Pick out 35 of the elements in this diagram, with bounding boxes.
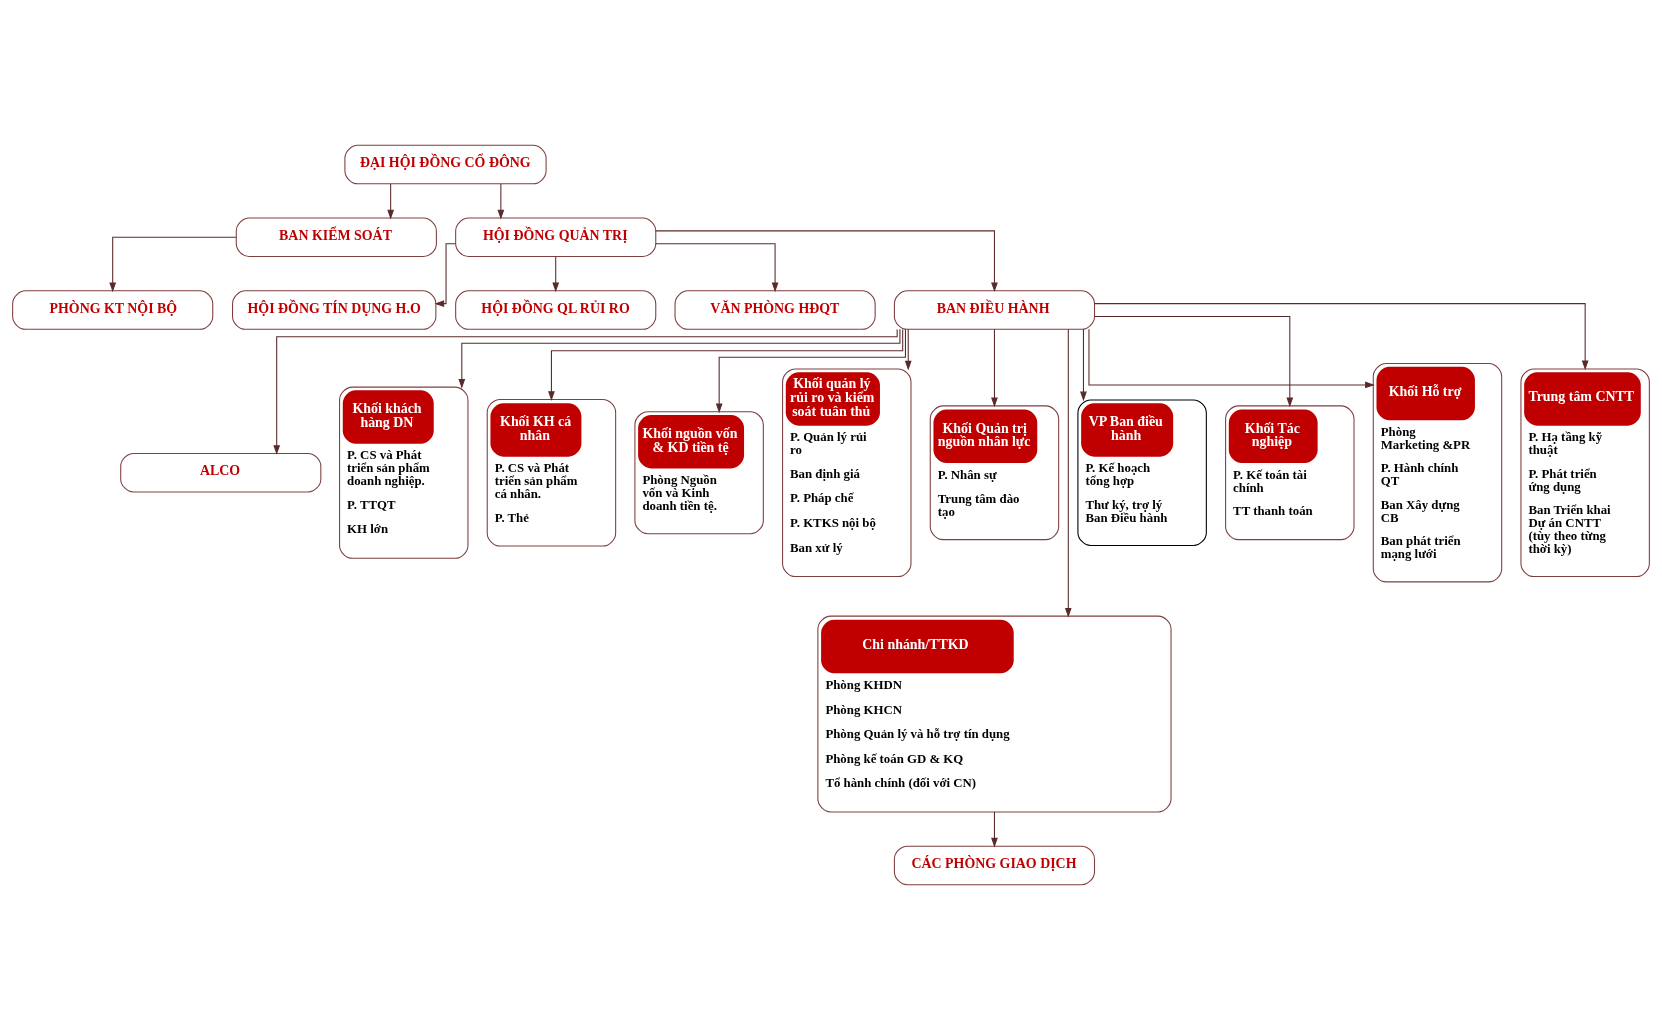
node-box: HỘI ĐỒNG TÍN DỤNG H.O xyxy=(232,289,437,330)
node-box: BAN ĐIỀU HÀNH xyxy=(893,289,1096,330)
node-box: HỘI ĐỒNG QL RỦI RO xyxy=(455,289,657,330)
node-box: Khối Quản trị nguồn nhân lực P. Nhân sự Trung tâm đào tạo xyxy=(929,404,1060,540)
arrow xyxy=(434,242,456,307)
arrow xyxy=(1080,328,1087,401)
node-box: VP Ban điều hành P. Kế hoạch tổng hợp Thư ký, trợ lý Ban Điều hành xyxy=(1077,398,1207,546)
arrow xyxy=(1094,315,1294,407)
node-box: BAN KIỂM SOÁT xyxy=(235,217,437,257)
node-box: VĂN PHÒNG HĐQT xyxy=(674,289,876,330)
node-box: Trung tâm CNTT P. Hạ tầng kỹ thuật P. Phát triển ứng dụng Ban Triển khai Dự án CNTT (tùy theo từng thời kỳ) xyxy=(1520,367,1650,577)
node-box: Khối Hỗ trợ Phòng Marketing &PR P. Hành chính QT Ban Xây dựng CB Ban phát triển mạng lưới xyxy=(1372,362,1503,582)
node-box: ALCO xyxy=(120,452,322,493)
node-box: PHÒNG KT NỘI BỘ xyxy=(12,289,214,330)
arrow xyxy=(552,255,560,292)
arrow xyxy=(904,328,912,370)
arrow xyxy=(458,328,901,389)
arrow xyxy=(991,328,998,407)
arrow xyxy=(1094,302,1589,370)
node-box: HỘI ĐỒNG QUẢN TRỊ xyxy=(455,217,657,257)
arrow xyxy=(655,242,779,292)
node-box: Khối KH cá nhân P. CS và Phát triển sản phẩm cá nhân. P. Thẻ xyxy=(486,398,617,547)
arrow xyxy=(497,183,505,219)
arrow xyxy=(548,328,904,401)
node-box: Khối nguồn vốn & KD tiền tệ Phòng Nguồn vốn và Kinh doanh tiền tệ. xyxy=(634,410,764,534)
arrow xyxy=(109,236,237,292)
arrow xyxy=(1088,328,1375,388)
arrow xyxy=(387,183,395,219)
node-box: ĐẠI HỘI ĐỒNG CỔ ĐÔNG xyxy=(344,144,547,184)
node-box: Chi nhánh/TTKD Phòng KHDN Phòng KHCN Phòng Quản lý và hỗ trợ tín dụng Phòng kế toán GD & KQ Tổ hành chính (đối với CN) xyxy=(817,615,1172,812)
arrow xyxy=(1064,328,1072,618)
arrow xyxy=(991,811,998,847)
arrow xyxy=(715,328,906,413)
node-box: CÁC PHÒNG GIAO DỊCH xyxy=(893,845,1096,885)
arrow xyxy=(655,229,998,292)
